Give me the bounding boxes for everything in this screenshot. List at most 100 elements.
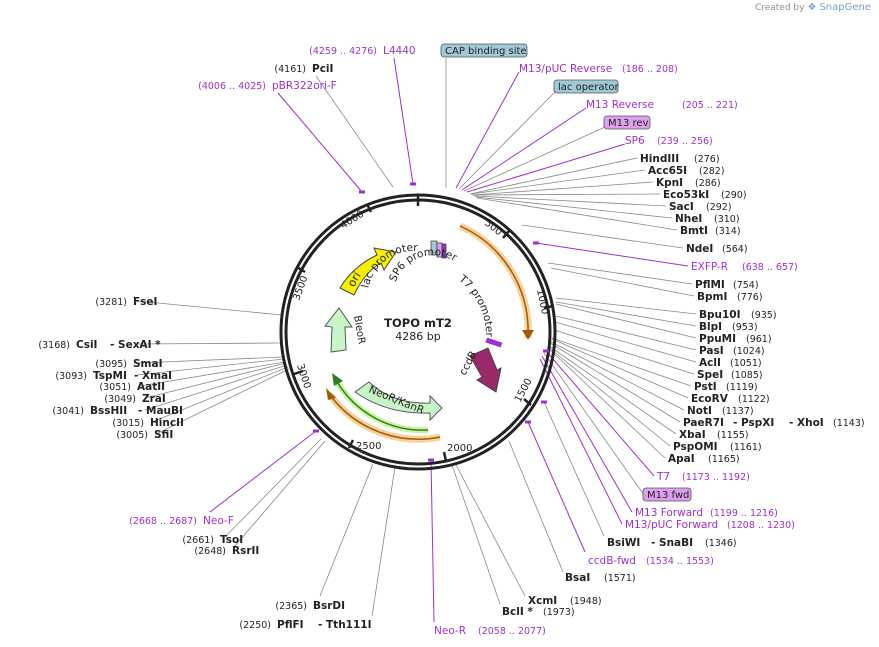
right-label-pos-kpni: (286) <box>695 178 721 189</box>
leader-line-kpni <box>471 181 654 196</box>
plasmid-length: 4286 bp <box>395 330 440 343</box>
left-label-pos-pflfi: (2250) <box>239 620 271 631</box>
left-label-l4440: L4440 <box>383 45 416 57</box>
left-label-pos-fsei: (3281) <box>95 297 127 308</box>
leader-line-pasi <box>555 315 697 351</box>
left-label-pbr322ori-f: pBR322ori-F <box>272 80 337 92</box>
leader-line-m13-fwd <box>543 352 645 496</box>
leader-line-l4440 <box>393 57 414 185</box>
left-label-sfii: SfiI <box>154 429 173 441</box>
leader-line-lac-operator <box>458 90 557 190</box>
bottom-label-pos-bsai: (1571) <box>604 573 636 584</box>
right-label-bpu10i: Bpu10I <box>699 309 741 321</box>
bottom-label-alt-bsiwi: - SnaBI <box>651 537 693 549</box>
created-by-text: Created by <box>754 2 805 13</box>
leader-line-bmti <box>476 197 678 231</box>
feature-arc-lower-arrowhead <box>326 388 336 400</box>
feature-arc-neo-arrowhead <box>332 373 343 386</box>
annotation-labels: L4440(4259 .. 4276)PciI(4161)pBR322ori-F… <box>38 43 865 637</box>
right-label-acli: AclI <box>699 357 721 369</box>
leader-line-neo-f <box>209 430 317 513</box>
right-label-bmti: BmtI <box>680 225 708 237</box>
right-label-pos-paer7i: (1143) <box>833 418 865 429</box>
right-label-pos-pasi: (1024) <box>733 346 765 357</box>
left-label-pos-pcii: (4161) <box>274 64 306 75</box>
leader-line-bsshii <box>144 364 288 411</box>
right-label-spei: SpeI <box>697 369 723 381</box>
leader-line-pflmi <box>547 262 693 285</box>
tick-2000 <box>442 451 448 462</box>
leader-line-t7 <box>545 350 655 477</box>
right-label-pos-exfp-r: (638 .. 657) <box>742 262 798 273</box>
right-label-pos-ndei: (564) <box>722 244 748 255</box>
left-label-pos-rsrii: (2648) <box>194 546 226 557</box>
leader-line-tspmi <box>136 358 285 376</box>
left-label-alt-pflfi: - Tth111I <box>318 619 372 631</box>
backbone-outer <box>279 193 557 471</box>
left-label-pos-tsoi: (2661) <box>182 535 214 546</box>
feature-box-lac-operator <box>553 79 619 94</box>
top-label-lac-operator: lac operator <box>558 82 619 93</box>
snapgene-branding: Created by ❖ SnapGene <box>755 2 871 13</box>
tick-label-2500: 2500 <box>356 441 381 452</box>
leader-line-bcli <box>451 464 501 605</box>
right-label-pos-xbai: (1155) <box>717 430 749 441</box>
left-label-pos-csii: (3168) <box>38 340 70 351</box>
neor-feature <box>354 381 443 422</box>
left-label-aatii: AatII <box>137 381 165 393</box>
bottom-label-xcmi: XcmI <box>528 595 557 607</box>
left-label-smai: SmaI <box>133 358 163 370</box>
leader-line-m13-puc-forward <box>539 358 623 525</box>
left-label-pos-bsshii: (3041) <box>52 406 84 417</box>
right-label-pos-bpmi: (776) <box>737 292 763 303</box>
tick-3500 <box>296 265 306 274</box>
bottom-label-pos-neo-r: (2058 .. 2077) <box>478 626 546 637</box>
right-label-pos-spei: (1085) <box>731 370 763 381</box>
leader-line-bsai <box>508 440 564 573</box>
leader-line-pcii <box>315 75 394 188</box>
tick-2500 <box>347 439 355 449</box>
leader-line-smai <box>136 356 285 364</box>
right-label-pos-pspomi: (1161) <box>730 442 762 453</box>
tick-label-2000: 2000 <box>447 443 472 454</box>
right-label-noti: NotI <box>687 405 712 417</box>
left-label-alt-tspmi: - XmaI <box>134 370 172 382</box>
right-label-pos-m13-puc-forward: (1208 .. 1230) <box>727 520 795 531</box>
right-label-saci: SacI <box>669 201 694 213</box>
t7-promoter-label: T7 promoter <box>456 272 495 337</box>
right-label-t7: T7 <box>656 471 670 483</box>
primer-site-mark-4 <box>543 349 549 353</box>
bottom-label-bcli: BclI * <box>502 606 533 618</box>
top-label-m13-puc-reverse: M13/pUC Reverse <box>519 63 612 75</box>
leader-line-tsoi <box>225 438 322 537</box>
right-label-pspomi: PspOMI <box>673 441 718 453</box>
left-label-alt-bsshii: - MauBI <box>138 405 183 417</box>
leader-line-pflfi <box>371 466 396 617</box>
left-label-hincii: HincII <box>150 417 184 429</box>
ori-feature <box>339 247 397 296</box>
primer-site-mark-8 <box>541 400 547 404</box>
leader-line-fsei <box>136 300 283 316</box>
plasmid-name: TOPO mT2 <box>384 316 452 330</box>
right-label-apai: ApaI <box>668 453 695 465</box>
leader-line-ppumi <box>555 303 697 339</box>
left-label-bsrdi: BsrDI <box>313 600 345 612</box>
feature-arc-upper-arrowhead <box>522 330 534 340</box>
right-label-pos-bpu10i: (935) <box>751 310 777 321</box>
right-label-pos-nhei: (310) <box>714 214 740 225</box>
left-label-tsoi: TsoI <box>220 534 243 546</box>
leader-line-noti <box>550 341 685 411</box>
primer-site-mark-3 <box>533 241 539 245</box>
bottom-label-bsiwi: BsiWI <box>607 537 640 549</box>
primer-site-mark-6 <box>313 429 319 433</box>
leader-line-sp6 <box>466 143 626 193</box>
right-label-m13-fwd: M13 fwd <box>647 490 689 501</box>
top-label-sp6: SP6 <box>625 135 645 147</box>
right-label-paer7i: PaeR7I <box>683 417 724 429</box>
leader-line-ccdb-fwd <box>527 421 586 553</box>
top-label-pos-sp6: (239 .. 256) <box>657 136 713 147</box>
right-label-pos-pflmi: (754) <box>733 280 759 291</box>
leader-line-acc65i <box>470 169 646 195</box>
left-label-pos-l4440: (4259 .. 4276) <box>309 46 377 57</box>
right-label-pos-apai: (1165) <box>708 454 740 465</box>
